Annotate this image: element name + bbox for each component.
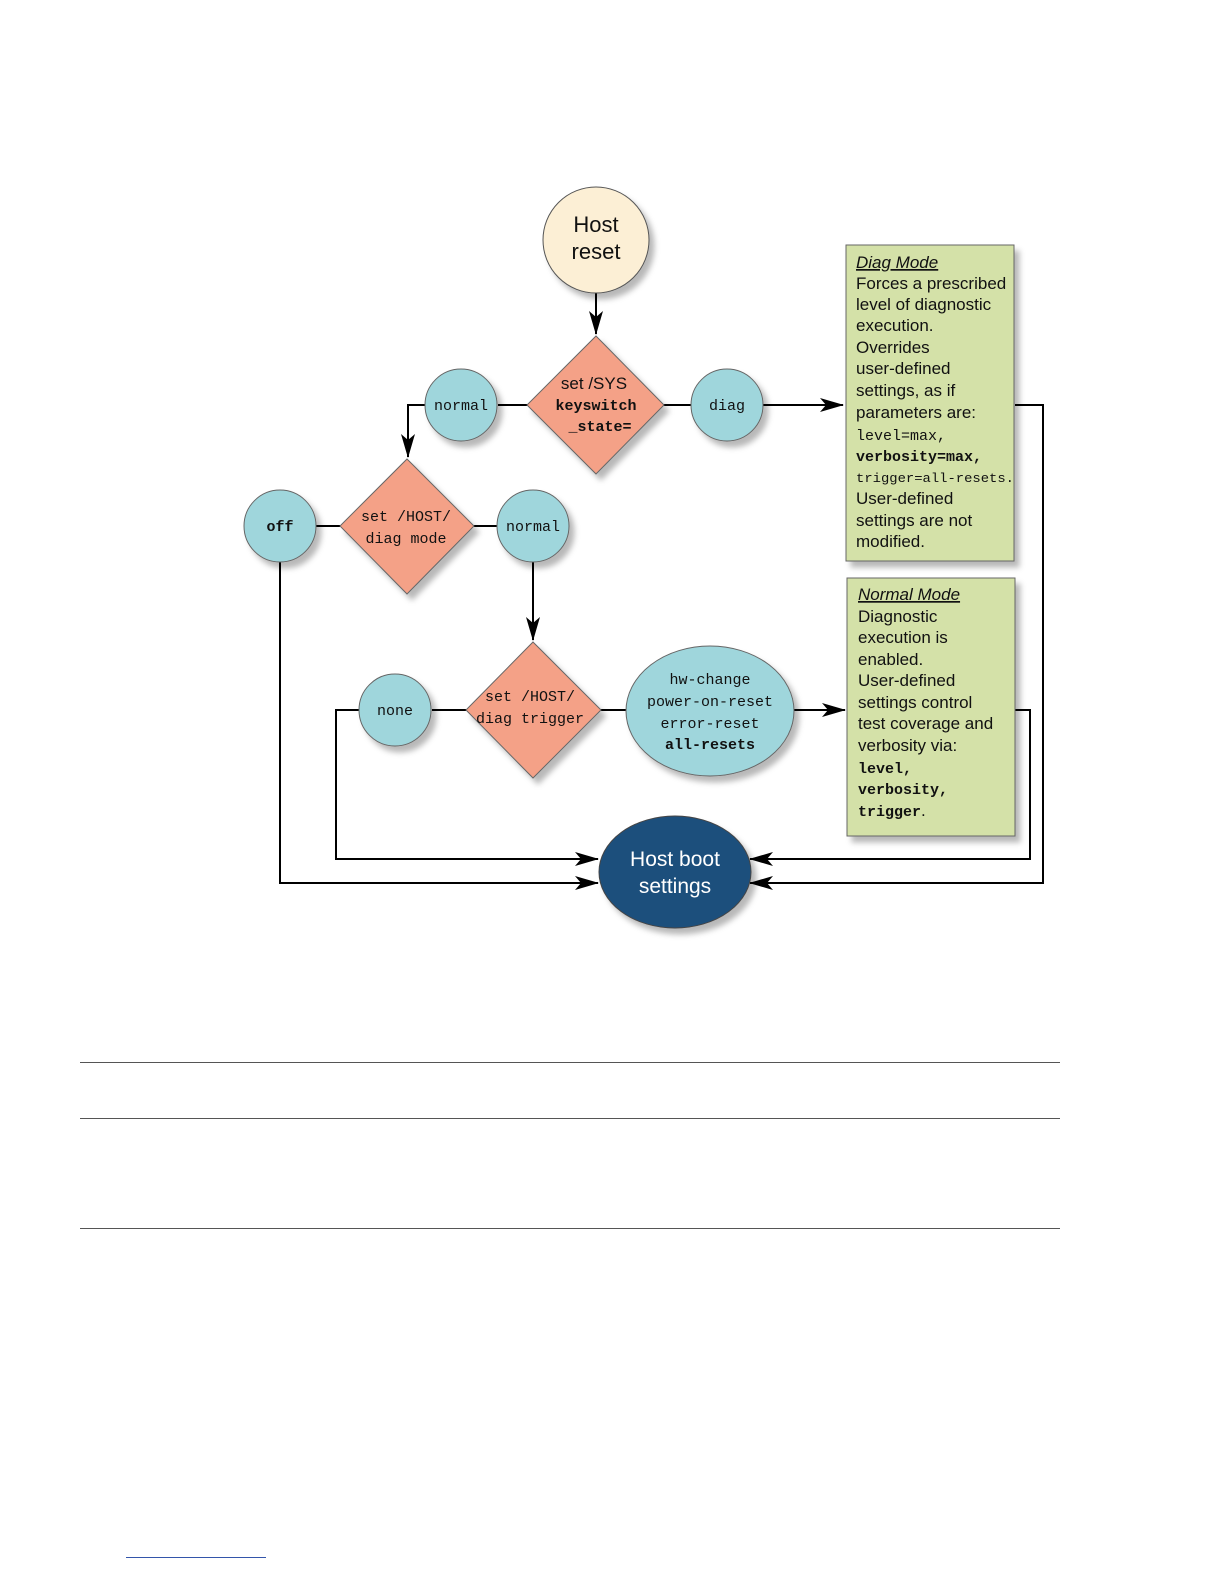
- host-reset-label-line-1: Host: [573, 212, 618, 237]
- arrow-diag-note-to-host-boot: [749, 404, 1044, 890]
- host-boot-label-line-1: Host boot: [630, 848, 720, 871]
- diag-mode-param-level: level=max,: [856, 428, 946, 445]
- keyswitch-decision-line-3: _state=: [567, 419, 631, 436]
- host-reset-label-line-2: reset: [572, 239, 621, 264]
- page-rule-bottom: [80, 1228, 1060, 1229]
- diag-mode-note-line: parameters are:: [856, 403, 976, 422]
- diag-mode-note-line: level of diagnostic: [856, 295, 992, 314]
- normal-mode-note: Normal Mode Diagnostic execution is enab…: [846, 577, 1016, 837]
- diag-mode-decision: set /HOST/ diag mode: [339, 458, 475, 595]
- diag-mode-note-line: execution.: [856, 316, 934, 335]
- keyswitch-diag-label: diag: [709, 398, 745, 415]
- trigger-value-power-on-reset: power-on-reset: [647, 694, 773, 711]
- arrow-normal-to-diag-mode: [401, 404, 426, 458]
- normal-mode-param-verbosity: verbosity,: [858, 782, 948, 799]
- host-reset-node: Host reset: [542, 186, 650, 294]
- diag-mode-note-line: Forces a prescribed: [856, 274, 1006, 293]
- keyswitch-decision-line-2: keyswitch: [555, 398, 636, 415]
- normal-mode-note-line: User-defined: [858, 671, 955, 690]
- trigger-none-label: none: [377, 703, 413, 720]
- normal-mode-note-line: settings control: [858, 693, 972, 712]
- diag-mode-note-line: settings, as if: [856, 381, 955, 400]
- trigger-values-option: hw-change power-on-reset error-reset all…: [625, 645, 795, 777]
- diag-mode-note-footer: User-defined: [856, 489, 953, 508]
- normal-mode-note-line: verbosity via:: [858, 736, 957, 755]
- page-rule-top: [80, 1062, 1060, 1063]
- trigger-value-hw-change: hw-change: [669, 672, 750, 689]
- keyswitch-decision-line-1: set /SYS: [561, 374, 627, 393]
- footer-link-underline[interactable]: [126, 1557, 266, 1558]
- diag-mode-note-footer: modified.: [856, 532, 925, 551]
- host-boot-settings-node: Host boot settings: [598, 815, 752, 929]
- arrow-normal-note-to-host-boot: [749, 709, 1031, 866]
- normal-mode-param-trigger-period: .: [921, 801, 926, 820]
- svg-text:reset: reset: [572, 239, 621, 264]
- mode-off-label: off: [266, 519, 293, 536]
- arrow-off-to-host-boot: [279, 562, 599, 890]
- keyswitch-diag-option: diag: [690, 368, 764, 442]
- mode-normal-option: normal: [496, 489, 570, 563]
- diag-mode-note-line: user-defined: [856, 359, 951, 378]
- diag-mode-param-trigger: trigger=all-resets.: [856, 471, 1014, 486]
- normal-mode-note-line: test coverage and: [858, 714, 993, 733]
- diag-mode-decision-line-2: diag mode: [365, 531, 446, 548]
- trigger-decision-line-2: diag trigger: [476, 711, 584, 728]
- diag-mode-note-title: Diag Mode: [856, 253, 938, 272]
- normal-mode-note-line: enabled.: [858, 650, 923, 669]
- arrow-none-to-host-boot: [335, 709, 599, 866]
- page-rule-middle: [80, 1118, 1060, 1119]
- host-boot-label-line-2: settings: [639, 875, 711, 898]
- diag-mode-note-footer: settings are not: [856, 511, 973, 530]
- diag-mode-note-line: Overrides: [856, 338, 930, 357]
- trigger-decision: set /HOST/ diag trigger: [465, 641, 602, 779]
- keyswitch-normal-label: normal: [434, 398, 488, 415]
- connectors: [279, 292, 1044, 890]
- trigger-none-option: none: [358, 673, 432, 747]
- svg-text:trigger.: trigger.: [858, 801, 926, 821]
- normal-mode-param-trigger: trigger: [858, 804, 921, 821]
- normal-mode-note-line: Diagnostic: [858, 607, 938, 626]
- normal-mode-param-level: level,: [858, 761, 912, 778]
- trigger-value-error-reset: error-reset: [660, 716, 759, 733]
- keyswitch-normal-option: normal: [424, 368, 498, 442]
- mode-normal-label: normal: [506, 519, 560, 536]
- keyswitch-decision: set /SYS keyswitch _state=: [526, 335, 665, 475]
- trigger-decision-line-1: set /HOST/: [485, 689, 575, 706]
- diag-mode-param-verbosity: verbosity=max,: [856, 449, 982, 466]
- diag-mode-note: Diag Mode Forces a prescribed level of d…: [845, 244, 1015, 562]
- normal-mode-note-line: execution is: [858, 628, 948, 647]
- normal-mode-note-title: Normal Mode: [858, 585, 960, 604]
- diag-mode-decision-line-1: set /HOST/: [361, 509, 451, 526]
- mode-off-option: off: [243, 489, 317, 563]
- svg-text:Host: Host: [573, 212, 618, 237]
- trigger-value-all-resets: all-resets: [665, 737, 755, 754]
